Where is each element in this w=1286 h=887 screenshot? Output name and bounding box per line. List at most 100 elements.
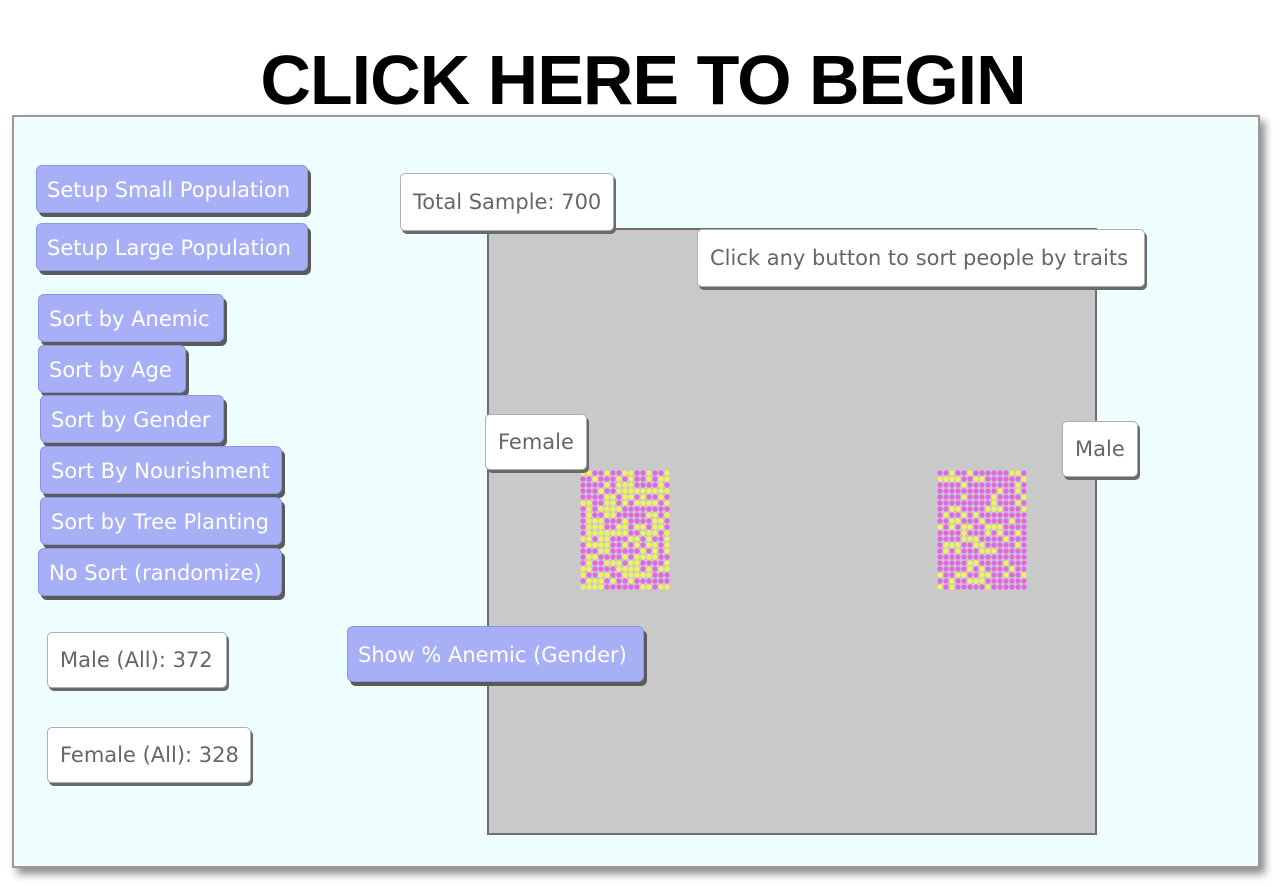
person-dot xyxy=(664,488,670,494)
person-dot xyxy=(658,536,664,542)
person-dot xyxy=(1009,554,1015,560)
person-dot xyxy=(592,572,598,578)
person-dot xyxy=(664,530,670,536)
person-dot xyxy=(622,476,628,482)
person-dot xyxy=(991,476,997,482)
person-dot xyxy=(664,518,670,524)
person-dot xyxy=(616,470,622,476)
person-dot xyxy=(628,512,634,518)
person-dot xyxy=(604,506,610,512)
person-dot xyxy=(955,506,961,512)
person-dot xyxy=(1015,560,1021,566)
no-sort-randomize-button[interactable]: No Sort (randomize) xyxy=(38,548,282,596)
person-dot xyxy=(949,476,955,482)
person-dot xyxy=(652,518,658,524)
person-dot xyxy=(973,584,979,590)
person-dot xyxy=(985,488,991,494)
person-dot xyxy=(943,572,949,578)
person-dot xyxy=(967,578,973,584)
person-dot xyxy=(961,536,967,542)
show-percent-anemic-gender-button[interactable]: Show % Anemic (Gender) xyxy=(347,626,644,682)
person-dot xyxy=(991,494,997,500)
person-dot xyxy=(646,572,652,578)
person-dot xyxy=(997,530,1003,536)
male-cluster-dots xyxy=(937,470,1027,590)
sort-by-tree-planting-button[interactable]: Sort by Tree Planting xyxy=(40,497,282,545)
person-dot xyxy=(937,482,943,488)
person-dot xyxy=(1021,542,1027,548)
person-dot xyxy=(985,536,991,542)
person-dot xyxy=(967,560,973,566)
person-dot xyxy=(943,524,949,530)
person-dot xyxy=(997,554,1003,560)
person-dot xyxy=(979,578,985,584)
person-dot xyxy=(949,560,955,566)
person-dot xyxy=(652,548,658,554)
person-dot xyxy=(1021,488,1027,494)
person-dot xyxy=(985,482,991,488)
person-dot xyxy=(592,494,598,500)
person-dot xyxy=(664,542,670,548)
sort-by-age-button[interactable]: Sort by Age xyxy=(38,345,186,393)
person-dot xyxy=(580,500,586,506)
person-dot xyxy=(943,548,949,554)
person-dot xyxy=(1021,518,1027,524)
person-dot xyxy=(640,470,646,476)
person-dot xyxy=(616,560,622,566)
click-to-begin-banner[interactable]: CLICK HERE TO BEGIN xyxy=(260,41,1026,119)
person-dot xyxy=(955,512,961,518)
person-dot xyxy=(580,548,586,554)
person-dot xyxy=(949,530,955,536)
person-dot xyxy=(943,494,949,500)
person-dot xyxy=(967,476,973,482)
setup-large-population-button[interactable]: Setup Large Population xyxy=(36,223,308,271)
person-dot xyxy=(961,584,967,590)
person-dot xyxy=(1009,530,1015,536)
person-dot xyxy=(961,488,967,494)
person-dot xyxy=(1015,500,1021,506)
person-dot xyxy=(955,542,961,548)
person-dot xyxy=(985,554,991,560)
person-dot xyxy=(991,566,997,572)
person-dot xyxy=(592,512,598,518)
person-dot xyxy=(628,530,634,536)
person-dot xyxy=(604,530,610,536)
person-dot xyxy=(640,548,646,554)
person-dot xyxy=(580,578,586,584)
person-dot xyxy=(634,524,640,530)
person-dot xyxy=(634,566,640,572)
person-dot xyxy=(1021,566,1027,572)
setup-small-population-button[interactable]: Setup Small Population xyxy=(36,165,308,213)
person-dot xyxy=(979,572,985,578)
person-dot xyxy=(979,560,985,566)
person-dot xyxy=(991,584,997,590)
sort-by-gender-button[interactable]: Sort by Gender xyxy=(40,395,224,443)
person-dot xyxy=(646,542,652,548)
person-dot xyxy=(586,500,592,506)
person-dot xyxy=(1021,476,1027,482)
person-dot xyxy=(640,560,646,566)
person-dot xyxy=(991,488,997,494)
person-dot xyxy=(646,488,652,494)
person-dot xyxy=(622,518,628,524)
person-dot xyxy=(634,572,640,578)
person-dot xyxy=(658,488,664,494)
person-dot xyxy=(1021,554,1027,560)
person-dot xyxy=(1003,506,1009,512)
person-dot xyxy=(664,476,670,482)
person-dot xyxy=(997,560,1003,566)
person-dot xyxy=(586,560,592,566)
person-dot xyxy=(1009,476,1015,482)
person-dot xyxy=(937,536,943,542)
person-dot xyxy=(604,542,610,548)
person-dot xyxy=(937,584,943,590)
person-dot xyxy=(616,566,622,572)
person-dot xyxy=(610,482,616,488)
person-dot xyxy=(955,530,961,536)
sort-by-anemic-button[interactable]: Sort by Anemic xyxy=(38,294,224,342)
person-dot xyxy=(664,584,670,590)
person-dot xyxy=(967,482,973,488)
sort-by-nourishment-button[interactable]: Sort By Nourishment xyxy=(40,446,282,494)
person-dot xyxy=(1009,488,1015,494)
person-dot xyxy=(580,512,586,518)
